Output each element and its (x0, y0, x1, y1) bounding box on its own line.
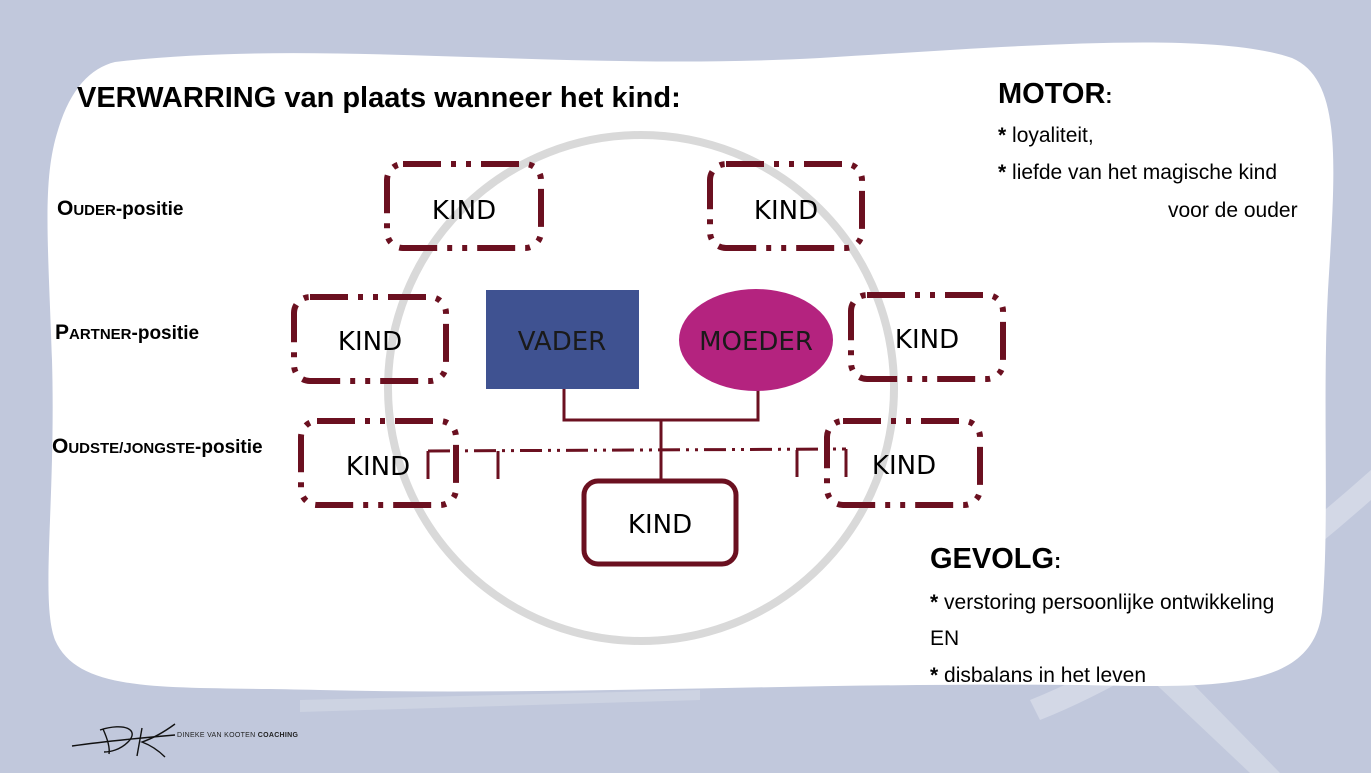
bullet-star: * (998, 161, 1007, 184)
label-suffix: -positie (115, 199, 184, 220)
background-streak (300, 690, 700, 712)
kind-label: KIND (338, 327, 402, 357)
label-suffix: -positie (131, 323, 200, 344)
vader-label: VADER (518, 327, 606, 357)
page-title: VERWARRING van plaats wanneer het kind: (77, 82, 681, 114)
gevolg-heading: GEVOLG: (930, 543, 1061, 576)
kind-box-oudste-right (824, 418, 983, 508)
motor-item-2: * liefde van het magische kind (998, 161, 1277, 185)
label-smallcaps: UDER (73, 202, 116, 219)
label-partner-positie: PARTNER-positie (55, 321, 199, 345)
bullet-star: * (998, 124, 1007, 147)
kind-box-partner-left (291, 294, 449, 384)
gevolg-item-1: * verstoring persoonlijke ontwikkeling (930, 591, 1274, 615)
kind-label: KIND (872, 451, 936, 481)
gevolg-en: EN (930, 627, 960, 650)
bullet-star: * (930, 591, 939, 614)
kind-box-center (581, 478, 739, 567)
white-panel (47, 42, 1334, 692)
label-initial: O (52, 435, 69, 458)
label-smallcaps: UDSTE/JONGSTE (68, 440, 196, 457)
kind-label: KIND (432, 196, 496, 226)
logo-name-bold: COACHING (257, 732, 299, 739)
kind-box-partner-right (848, 292, 1006, 382)
motor-colon: : (1105, 85, 1113, 108)
moeder-label: MOEDER (699, 327, 813, 357)
gevolg-item-text: verstoring persoonlijke ontwikkeling (938, 591, 1275, 614)
kind-box-ouder-right (707, 161, 865, 251)
background-streak (1030, 470, 1371, 720)
kind-label: KIND (346, 452, 410, 482)
gevolg-heading-text: GEVOLG (930, 543, 1055, 575)
logo-name: DINEKE VAN KOOTEN COACHING (177, 732, 298, 739)
label-initial: P (55, 321, 70, 344)
motor-item-text: liefde van het magische kind (1006, 161, 1278, 184)
logo-name-regular: DINEKE VAN KOOTEN (177, 732, 258, 739)
kind-label: KIND (754, 196, 818, 226)
gevolg-item-2: * disbalans in het leven (930, 664, 1146, 688)
motor-heading: MOTOR: (998, 78, 1112, 111)
label-oudste-jongste-positie: OUDSTE/JONGSTE-positie (52, 435, 263, 459)
motor-item-2-continuation: voor de ouder (1168, 199, 1298, 222)
kind-label: KIND (628, 510, 692, 540)
vader-box (486, 290, 639, 389)
bullet-star: * (930, 664, 939, 687)
logo-mark (71, 723, 176, 758)
gevolg-colon: : (1054, 550, 1062, 573)
motor-item-1: * loyaliteit, (998, 124, 1094, 148)
moeder-ellipse (679, 289, 833, 391)
gevolg-item-text: disbalans in het leven (938, 664, 1146, 687)
family-circle (384, 131, 898, 645)
label-initial: O (57, 197, 74, 220)
motor-heading-text: MOTOR (998, 78, 1106, 110)
label-suffix: -positie (195, 437, 263, 458)
kind-label: KIND (895, 325, 959, 355)
kind-box-oudste-left (298, 418, 459, 508)
kind-box-ouder-left (384, 161, 544, 251)
label-smallcaps: ARTNER (69, 326, 132, 343)
label-ouder-positie: OUDER-positie (57, 197, 183, 221)
motor-item-text: loyaliteit, (1006, 124, 1094, 147)
